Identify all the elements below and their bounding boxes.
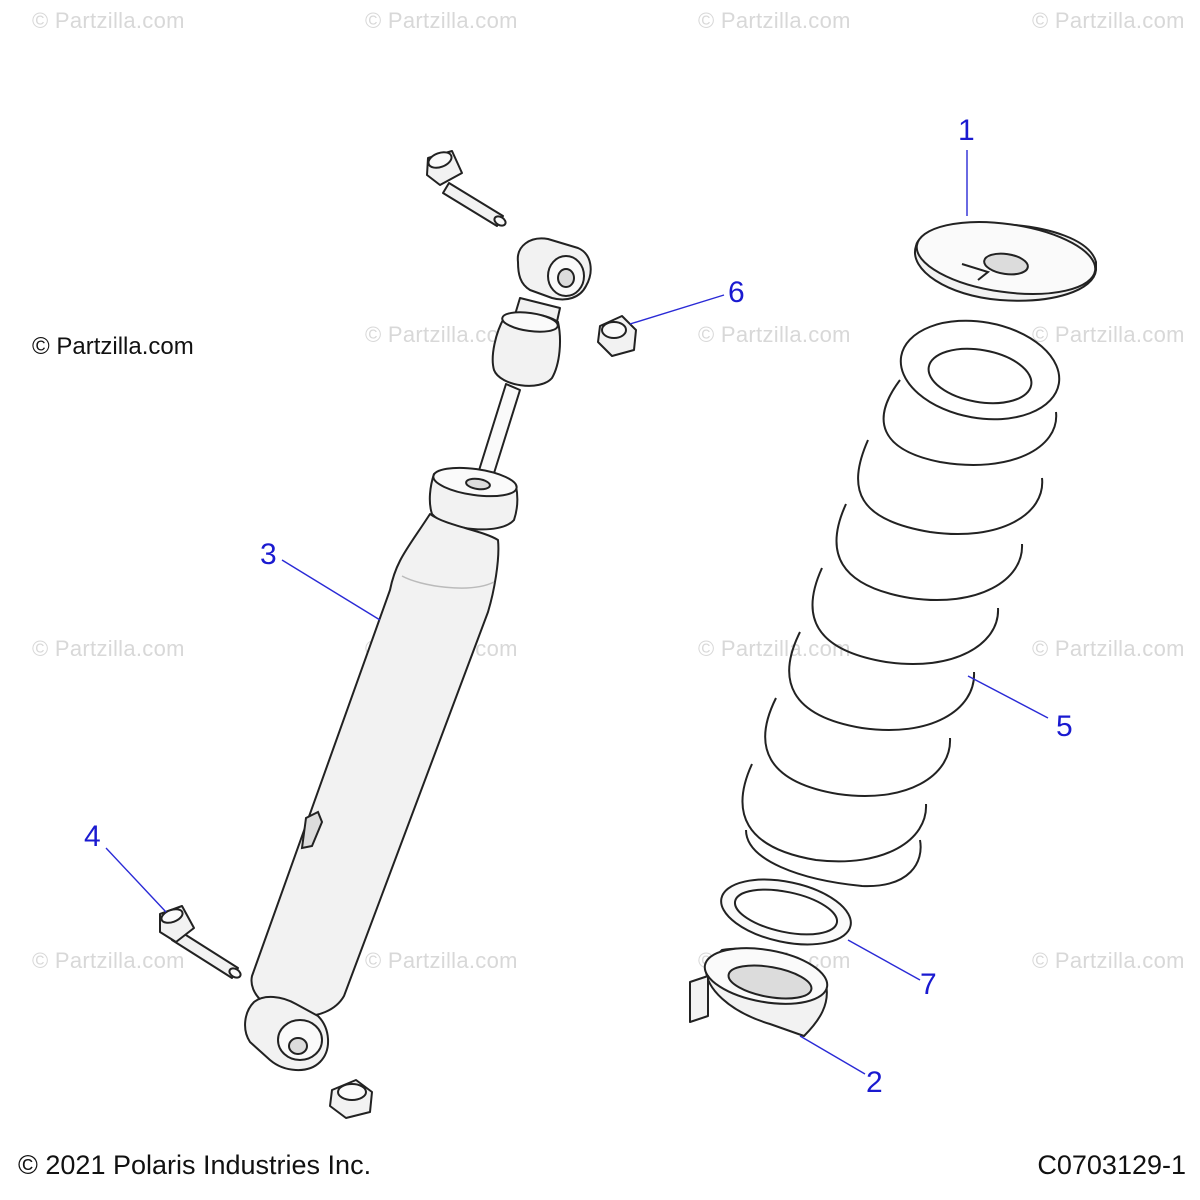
spring-spacer-ring[interactable] [715, 869, 857, 955]
lower-nut[interactable] [329, 1079, 373, 1119]
upper-spring-retainer[interactable] [912, 212, 1100, 304]
callout-5[interactable]: 5 [1056, 710, 1073, 743]
leader-line-2 [799, 1035, 866, 1075]
partzilla-brand-label: © Partzilla.com [32, 333, 194, 360]
watermark: © Partzilla.com [365, 948, 518, 973]
callout-6[interactable]: 6 [728, 276, 745, 309]
diagram-code: C0703129-1 [1037, 1150, 1186, 1180]
coil-spring[interactable] [741, 309, 1067, 888]
watermark: © Partzilla.com [1032, 948, 1185, 973]
watermark: © Partzilla.com [1032, 322, 1185, 347]
watermark: © Partzilla.com [32, 948, 185, 973]
leader-line-7 [847, 939, 921, 981]
lower-eyelet[interactable] [244, 996, 329, 1071]
upper-shock-bolt[interactable] [426, 149, 507, 227]
callout-4[interactable]: 4 [84, 820, 101, 853]
leader-lines [105, 150, 1049, 1075]
watermark: © Partzilla.com [1032, 636, 1185, 661]
callout-1[interactable]: 1 [958, 114, 975, 147]
copyright-notice: © 2021 Polaris Industries Inc. [18, 1150, 372, 1180]
watermark: © Partzilla.com [698, 8, 851, 33]
shock-bump-stop[interactable] [491, 309, 561, 387]
upper-nut[interactable] [597, 315, 637, 357]
watermark: © Partzilla.com [365, 322, 518, 347]
leader-line-6 [629, 294, 725, 325]
watermark: © Partzilla.com [698, 636, 851, 661]
watermark: © Partzilla.com [32, 8, 185, 33]
watermark: © Partzilla.com [365, 8, 518, 33]
leader-line-5 [967, 675, 1049, 719]
callout-2[interactable]: 2 [866, 1066, 883, 1099]
leader-line-4 [105, 847, 167, 913]
shock-body[interactable] [250, 513, 500, 1018]
watermark: © Partzilla.com [1032, 8, 1185, 33]
watermark: © Partzilla.com [698, 322, 851, 347]
watermark: © Partzilla.com [32, 636, 185, 661]
callout-3[interactable]: 3 [260, 538, 277, 571]
lower-spring-seat[interactable] [689, 940, 832, 1037]
lower-shock-bolt[interactable] [159, 905, 243, 979]
leader-line-3 [281, 559, 381, 621]
shock-cap[interactable] [428, 463, 519, 531]
callout-7[interactable]: 7 [920, 968, 937, 1001]
